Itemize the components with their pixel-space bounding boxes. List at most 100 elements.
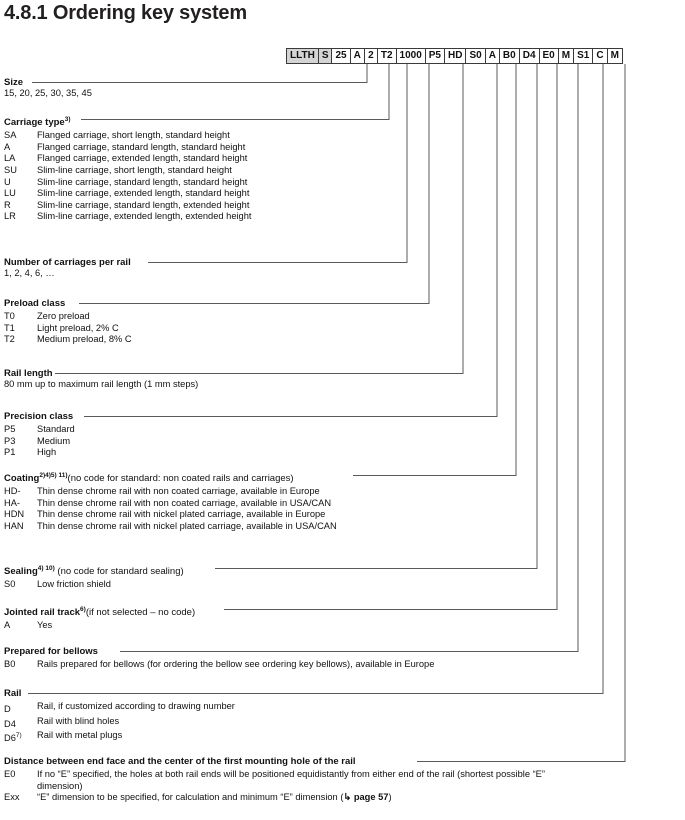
item-desc: Slim-line carriage, extended length, sta… — [37, 188, 250, 199]
heading-paren: (if not selected – no code) — [85, 607, 196, 619]
item-desc: High — [37, 447, 57, 458]
item-code: SU — [4, 164, 17, 175]
heading-paren: (no code for standard sealing) — [57, 566, 184, 578]
leader-distance-end-face — [417, 64, 626, 762]
item-desc: Rail, if customized according to drawing… — [37, 701, 235, 711]
section-preload-class-heading: Preload class — [4, 298, 66, 309]
footnote-marker: 7) — [15, 732, 22, 740]
section-number-of-carriages-values: 1, 2, 4, 6, … — [4, 268, 55, 278]
page-reference-link[interactable]: page 57 — [353, 792, 389, 803]
item-desc-text: “E” dimension to be specified, for calcu… — [37, 792, 344, 803]
code-cell-6: 1000 — [396, 49, 426, 63]
item-code-text: D — [4, 704, 11, 715]
item-desc: “E” dimension to be specified, for calcu… — [37, 792, 392, 804]
item-desc: Slim-line carriage, short length, standa… — [37, 164, 232, 175]
list-item: D67)Rail with metal plugs — [4, 730, 235, 745]
section-precision-class-heading: Precision class — [4, 411, 74, 422]
item-desc: Low friction shield — [37, 579, 111, 590]
item-desc: Rail with blind holes — [37, 715, 120, 726]
section-rail-length-heading: Rail length — [4, 368, 53, 379]
section-coating-heading: Coating2)4)5) 11)(no code for standard: … — [4, 470, 337, 484]
code-cell-11: B0 — [499, 49, 520, 63]
item-code: E0 — [4, 769, 16, 779]
code-cell-3: A — [350, 49, 365, 63]
list-item: SU Slim-line carriage, short length, stan… — [4, 165, 251, 177]
section-distance-end-face-heading: Distance between end face and the center… — [4, 756, 356, 767]
code-cell-15: S1 — [574, 49, 594, 63]
item-desc: If no “E” specified, the holes at both r… — [37, 769, 545, 791]
item-code: HD- — [4, 486, 21, 497]
item-desc: Flanged carriage, extended length, stand… — [37, 153, 248, 164]
page-title: 4.8.1 Ordering key system — [4, 2, 247, 24]
page-ref-arrow-icon: ↳ — [343, 792, 352, 803]
item-code: HAN — [4, 520, 24, 531]
item-code: HA- — [4, 497, 21, 508]
code-cell-5: T2 — [377, 49, 397, 63]
code-cell-0: LLTH — [287, 49, 319, 63]
list-item: HD-Thin dense chrome rail with non coate… — [4, 486, 337, 498]
leader-coating — [353, 64, 517, 476]
list-item: R Slim-line carriage, standard length, ex… — [4, 200, 251, 212]
section-jointed-rail-track: Jointed rail track6)(if not selected – n… — [4, 604, 195, 632]
item-code: T1 — [4, 322, 15, 333]
footnote-marker: 2)4)5) 11) — [39, 472, 68, 479]
section-size-heading: Size — [4, 77, 24, 88]
item-code: P1 — [4, 447, 16, 458]
list-item: D4 Rail with blind holes — [4, 716, 235, 731]
list-item: P1 High — [4, 447, 75, 459]
section-sealing-heading: Sealing4) 10) (no code for standard seal… — [4, 563, 184, 577]
item-code: D4 — [4, 716, 37, 731]
heading-text: Jointed rail track — [4, 607, 81, 619]
item-code: S0 — [4, 579, 16, 590]
item-desc: Light preload, 2% C — [37, 322, 119, 333]
item-code: D67) — [4, 730, 37, 745]
item-desc: Slim-line carriage, standard length, ext… — [37, 199, 250, 210]
ordering-key-code-string: LLTH S 25 A 2 T2 1000 P5 HD S0 A B0 D4 E… — [286, 48, 623, 64]
section-carriage-type-heading: Carriage type3) — [4, 114, 251, 128]
item-code: SA — [4, 130, 17, 141]
section-size: Size 15, 20, 25, 30, 35, 45 — [4, 77, 92, 100]
list-item: D Rail, if customized according to drawin… — [4, 701, 235, 716]
footnote-marker: 4) 10) — [37, 565, 55, 572]
item-desc: Medium — [37, 435, 71, 446]
leader-carriage-type — [81, 64, 390, 120]
code-cell-7: P5 — [425, 49, 445, 63]
list-item: T1 Light preload, 2% C — [4, 323, 132, 335]
item-desc: Slim-line carriage, extended length, ext… — [37, 211, 252, 222]
item-desc: Slim-line carriage, standard length, sta… — [37, 176, 248, 187]
item-code: R — [4, 199, 11, 210]
item-code: HDN — [4, 509, 25, 520]
heading-paren: (no code for standard: non coated rails … — [67, 473, 294, 485]
item-code: P3 — [4, 435, 16, 446]
list-item: Exx“E” dimension to be specified, for ca… — [4, 792, 564, 804]
heading-text: Coating — [4, 473, 40, 485]
section-jointed-rail-track-heading: Jointed rail track6)(if not selected – n… — [4, 604, 195, 618]
item-code-text: D6 — [4, 733, 16, 744]
footnote-marker: 3) — [64, 116, 71, 123]
list-item: HAN Thin dense chrome rail with nickel pl… — [4, 521, 337, 533]
section-rail-length-values: 80 mm up to maximum rail length (1 mm st… — [4, 379, 199, 389]
section-number-of-carriages-heading: Number of carriages per rail — [4, 257, 131, 268]
item-desc: Yes — [37, 620, 53, 631]
list-item: LA Flanged carriage, extended length, sta… — [4, 153, 251, 165]
section-rail-heading: Rail — [4, 688, 22, 699]
item-code: A — [4, 620, 11, 631]
item-code: LA — [4, 153, 16, 164]
heading-text: Sealing — [4, 566, 38, 578]
code-cell-10: A — [485, 49, 500, 63]
code-cell-17: M — [607, 49, 622, 63]
item-desc: Thin dense chrome rail with nickel plate… — [37, 520, 337, 531]
item-desc: Rail with metal plugs — [37, 730, 123, 741]
item-desc: Standard — [37, 424, 75, 434]
item-code-text: D4 — [4, 718, 16, 729]
item-code: B0 — [4, 659, 16, 669]
